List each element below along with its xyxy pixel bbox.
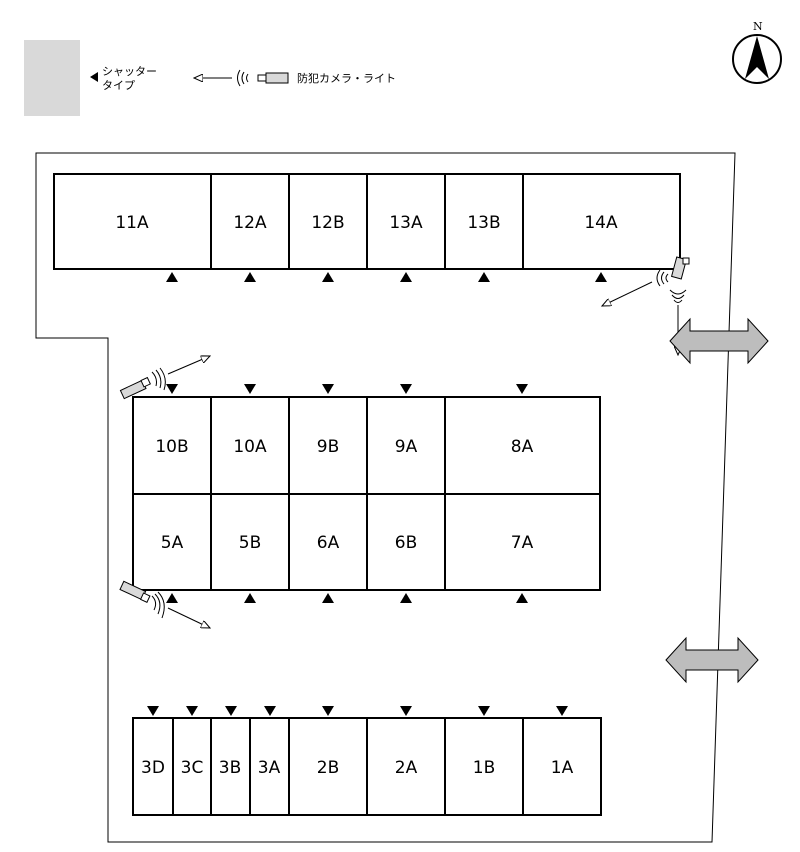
shutter-markers-row-2-bottom — [166, 593, 528, 603]
unit-3A[interactable]: 3A — [249, 717, 290, 816]
shutter-marker-icon — [90, 72, 98, 82]
svg-text:3D: 3D — [141, 758, 165, 778]
svg-text:3C: 3C — [181, 758, 204, 778]
site-boundary — [35, 152, 736, 843]
access-arrow-icon — [665, 636, 759, 684]
svg-text:3A: 3A — [258, 758, 281, 778]
unit-1B[interactable]: 1B — [444, 717, 524, 816]
svg-text:2A: 2A — [395, 758, 418, 778]
compass-north-label: N — [753, 20, 763, 33]
svg-text:10A: 10A — [233, 437, 267, 457]
unit-2B[interactable]: 2B — [288, 717, 368, 816]
unit-row-3: 3D 3C 3B 3A 2B 2A 1B 1A — [132, 706, 602, 816]
shutter-markers-row-2-top — [166, 384, 528, 394]
svg-text:10B: 10B — [155, 437, 188, 457]
unit-5B[interactable]: 5B — [210, 493, 290, 591]
svg-text:12A: 12A — [233, 213, 267, 233]
north-arrow-icon — [745, 36, 769, 79]
svg-text:1B: 1B — [473, 758, 495, 778]
unit-row-2: 10B 10A 9B 9A 8A 5A 5B 6A 6B 7A — [132, 384, 601, 603]
unit-3B[interactable]: 3B — [210, 717, 251, 816]
unit-11A[interactable]: 11A — [53, 173, 212, 270]
svg-text:13B: 13B — [467, 213, 500, 233]
unit-3D[interactable]: 3D — [132, 717, 174, 816]
svg-text:1A: 1A — [551, 758, 574, 778]
shutter-markers-row-3 — [147, 706, 568, 716]
svg-text:6B: 6B — [395, 533, 417, 553]
unit-6B[interactable]: 6B — [366, 493, 446, 591]
unit-2A[interactable]: 2A — [366, 717, 446, 816]
svg-text:2B: 2B — [317, 758, 339, 778]
unit-row-1: 11A 12A 12B 13A 13B 14A — [53, 173, 681, 282]
unit-9B[interactable]: 9B — [288, 396, 368, 495]
unit-9A[interactable]: 9A — [366, 396, 446, 495]
unit-13A[interactable]: 13A — [366, 173, 446, 270]
svg-text:3B: 3B — [219, 758, 241, 778]
svg-text:8A: 8A — [511, 437, 534, 457]
unit-5A[interactable]: 5A — [132, 493, 212, 591]
unit-13B[interactable]: 13B — [444, 173, 524, 270]
svg-text:9B: 9B — [317, 437, 339, 457]
svg-text:13A: 13A — [389, 213, 423, 233]
unit-1A[interactable]: 1A — [522, 717, 602, 816]
shutter-swatch — [24, 40, 80, 116]
unit-10B[interactable]: 10B — [132, 396, 212, 495]
shutter-markers-row-1 — [166, 272, 607, 282]
svg-text:5B: 5B — [239, 533, 261, 553]
unit-12B[interactable]: 12B — [288, 173, 368, 270]
security-camera-icon — [119, 580, 210, 628]
unit-7A[interactable]: 7A — [444, 493, 601, 591]
north-compass: N — [732, 20, 782, 84]
unit-8A[interactable]: 8A — [444, 396, 601, 495]
svg-text:7A: 7A — [511, 533, 534, 553]
svg-text:9A: 9A — [395, 437, 418, 457]
camera-label: 防犯カメラ・ライト — [297, 71, 396, 85]
unit-14A[interactable]: 14A — [522, 173, 681, 270]
unit-6A[interactable]: 6A — [288, 493, 368, 591]
legend: シャッター タイプ 防犯カメラ・ライト — [24, 40, 396, 116]
shutter-label-line1: シャッター — [102, 65, 157, 78]
svg-text:6A: 6A — [317, 533, 340, 553]
svg-text:11A: 11A — [115, 213, 149, 233]
svg-text:5A: 5A — [161, 533, 184, 553]
security-camera-icon — [119, 356, 210, 400]
svg-text:12B: 12B — [311, 213, 344, 233]
svg-text:14A: 14A — [584, 213, 618, 233]
unit-10A[interactable]: 10A — [210, 396, 290, 495]
shutter-label-line2: タイプ — [102, 79, 135, 92]
unit-3C[interactable]: 3C — [172, 717, 212, 816]
camera-legend-icon — [194, 69, 289, 87]
access-arrow-icon — [669, 317, 769, 365]
unit-12A[interactable]: 12A — [210, 173, 290, 270]
